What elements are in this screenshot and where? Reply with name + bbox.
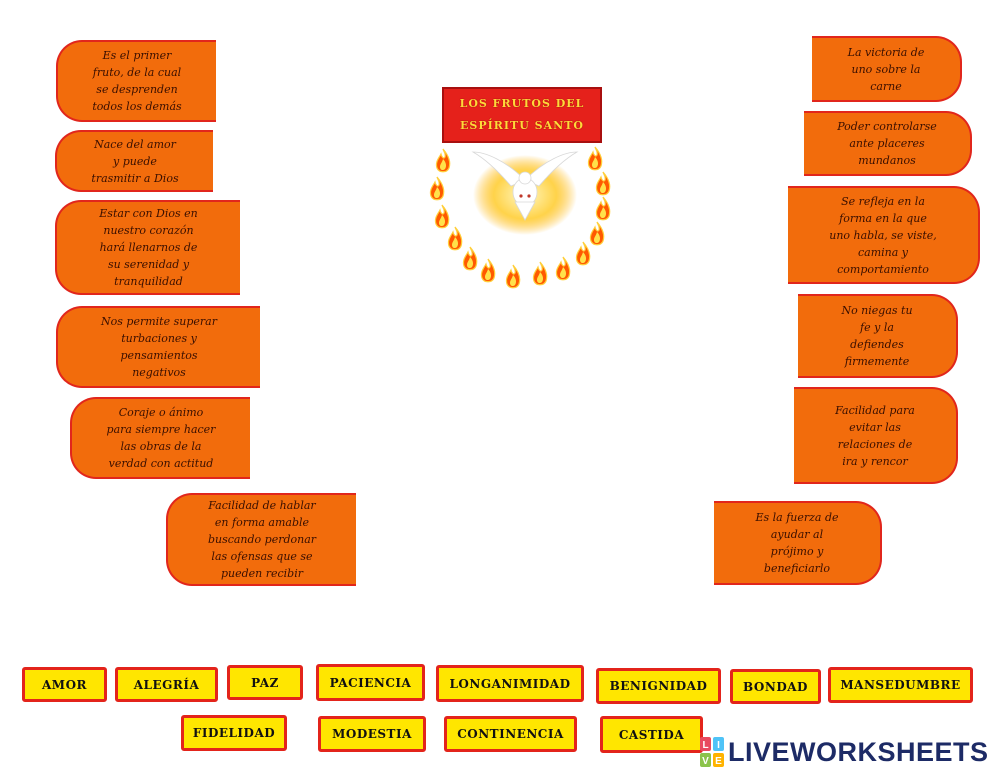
definition-card-left-5: Coraje o ánimo para siempre hacer las ob… xyxy=(70,397,250,479)
live-letter-v: V xyxy=(702,756,709,767)
definition-card-left-2: Nace del amor y puede trasmitir a Dios xyxy=(55,130,213,192)
definition-card-left-4: Nos permite superar turbaciones y pensam… xyxy=(56,306,260,388)
word-tile-amor[interactable]: AMOR xyxy=(22,667,107,702)
definition-card-right-3: Se refleja en la forma en la que uno hab… xyxy=(788,186,980,284)
word-tile-paciencia[interactable]: PACIENCIA xyxy=(316,664,425,701)
word-tile-castida[interactable]: CASTIDA xyxy=(600,716,703,753)
holy-spirit-dove-emblem xyxy=(429,146,611,289)
title-line-1: LOS FRUTOS DEL xyxy=(459,97,585,110)
word-tile-fidelidad[interactable]: FIDELIDAD xyxy=(181,715,287,751)
liveworksheets-logo: L I V E LIVEWORKSHEETS xyxy=(700,736,989,768)
title-line-2: ESPÍRITU SANTO xyxy=(460,119,584,132)
title-banner: LOS FRUTOS DEL ESPÍRITU SANTO xyxy=(442,87,602,143)
definition-card-left-6: Facilidad de hablar en forma amable busc… xyxy=(166,493,356,586)
live-letter-i: I xyxy=(717,740,720,751)
word-tile-alegria[interactable]: ALEGRÍA xyxy=(115,667,218,702)
word-tile-continencia[interactable]: CONTINENCIA xyxy=(444,716,577,752)
definition-card-right-1: La victoria de uno sobre la carne xyxy=(812,36,962,102)
word-tile-modestia[interactable]: MODESTIA xyxy=(318,716,426,752)
word-tile-longanimidad[interactable]: LONGANIMIDAD xyxy=(436,665,584,702)
definition-card-right-2: Poder controlarse ante placeres mundanos xyxy=(804,111,972,176)
word-tile-bondad[interactable]: BONDAD xyxy=(730,669,821,704)
definition-card-right-5: Facilidad para evitar las relaciones de … xyxy=(794,387,958,484)
definition-card-left-1: Es el primer fruto, de la cual se despre… xyxy=(56,40,216,122)
live-letter-l: L xyxy=(702,740,708,751)
word-tile-benignidad[interactable]: BENIGNIDAD xyxy=(596,668,721,704)
word-tile-mansedumbre[interactable]: MANSEDUMBRE xyxy=(828,667,973,703)
definition-card-right-4: No niegas tu fe y la defiendes firmement… xyxy=(798,294,958,378)
definition-card-left-3: Estar con Dios en nuestro corazón hará l… xyxy=(55,200,240,295)
live-letter-e: E xyxy=(715,756,722,767)
brand-logo-text: LIVEWORKSHEETS xyxy=(728,736,989,767)
definition-card-right-6: Es la fuerza de ayudar al prójimo y bene… xyxy=(714,501,882,585)
dove-icon xyxy=(471,151,579,221)
word-tile-paz[interactable]: PAZ xyxy=(227,665,303,700)
live-blocks-icon: L I V E xyxy=(700,737,724,767)
